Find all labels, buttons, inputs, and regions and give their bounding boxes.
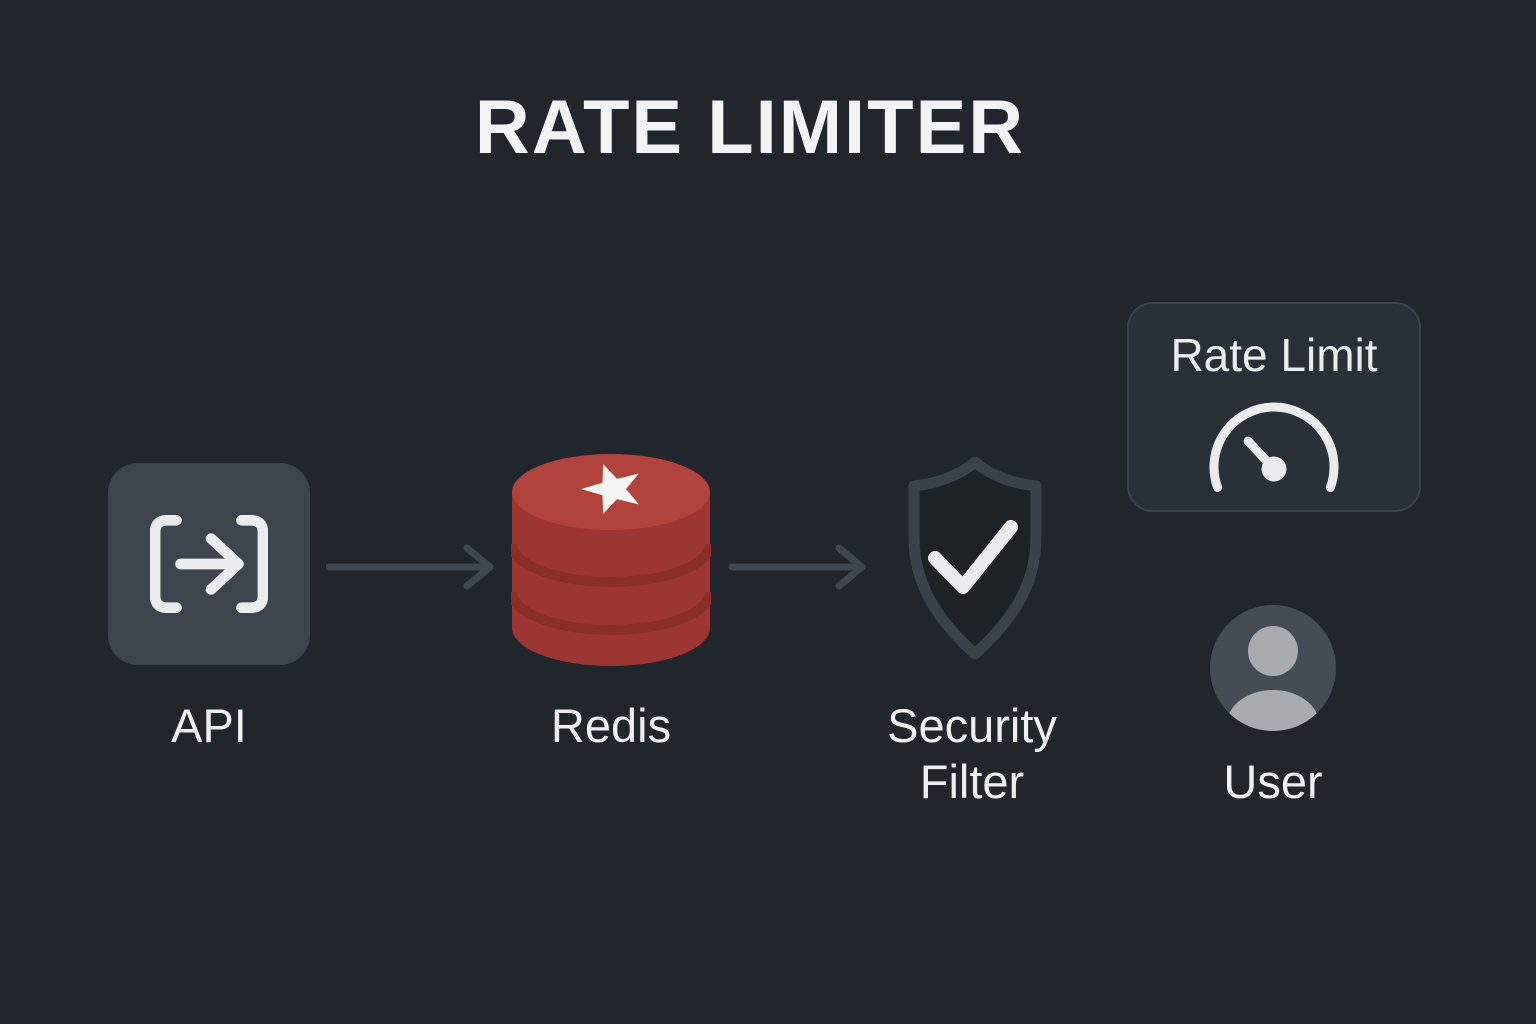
- arrow-api-to-redis-icon: [326, 544, 494, 590]
- page-title: RATE LIMITER: [474, 85, 1026, 170]
- checkmark-icon: [928, 520, 1018, 594]
- gauge-icon: [1209, 402, 1339, 492]
- api-label: API: [171, 699, 247, 752]
- user-avatar-icon: [1210, 605, 1336, 731]
- shield-check-icon: [908, 456, 1042, 660]
- avatar-head: [1248, 626, 1298, 676]
- redis-label: Redis: [550, 699, 672, 752]
- redis-star-icon: [581, 464, 639, 514]
- security-filter-label: Security Filter: [887, 699, 1057, 808]
- user-label: User: [1223, 755, 1323, 808]
- gauge-knob: [1261, 456, 1287, 482]
- rate-limit-label: Rate Limit: [1170, 329, 1378, 381]
- rate-limit-card: Rate Limit: [1127, 302, 1421, 512]
- api-node: [108, 463, 310, 665]
- redis-database-icon: [511, 454, 711, 666]
- arrow-redis-to-security-icon: [728, 544, 866, 590]
- api-brackets-arrow-icon: [150, 515, 268, 613]
- avatar-shoulders: [1227, 690, 1319, 731]
